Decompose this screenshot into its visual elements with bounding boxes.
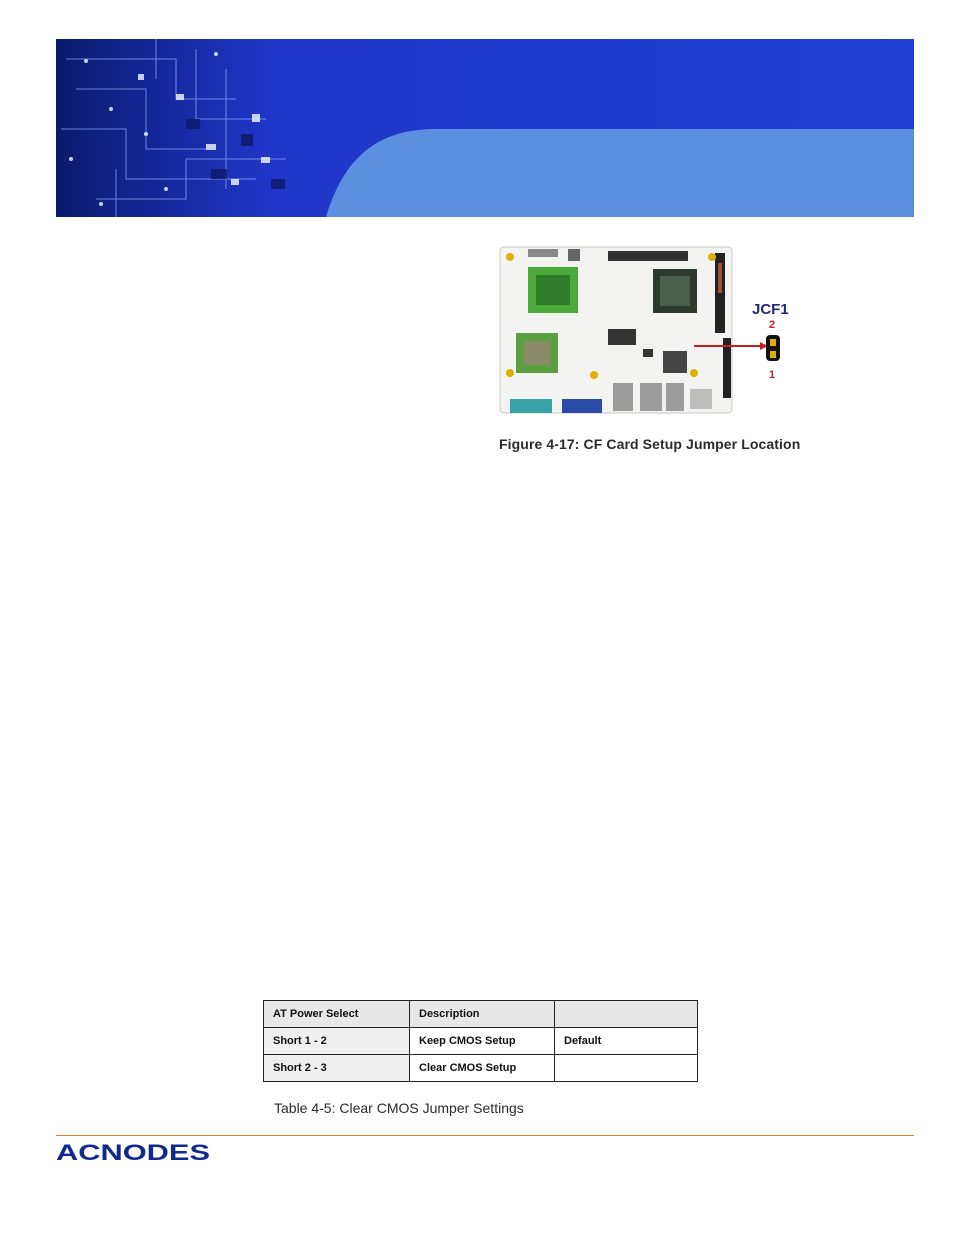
- table-cell: Short 1 - 2: [263, 1027, 410, 1055]
- table-header-row: AT Power Select Description: [263, 1000, 698, 1028]
- circuit-board-banner-image: [56, 39, 914, 217]
- board-diagram: JCF1 2 1: [499, 246, 789, 414]
- table-cell: Keep CMOS Setup: [409, 1027, 555, 1055]
- table-row: Short 2 - 3 Clear CMOS Setup: [263, 1054, 698, 1082]
- board-figure: JCF1 2 1: [498, 243, 798, 419]
- jumper-pin-bottom-label: 1: [769, 369, 775, 381]
- table-caption: Table 4-5: Clear CMOS Jumper Settings: [274, 1100, 524, 1116]
- table-row: Short 1 - 2 Keep CMOS Setup Default: [263, 1027, 698, 1055]
- jumper-label: JCF1: [752, 301, 789, 318]
- logo-text: ACNODES: [56, 1140, 210, 1164]
- jumper-pin-top-label: 2: [769, 319, 775, 331]
- table-header-cell: AT Power Select: [263, 1000, 410, 1028]
- table-cell: Short 2 - 3: [263, 1054, 410, 1082]
- table-header-cell: Description: [409, 1000, 555, 1028]
- footer-divider: [56, 1135, 914, 1136]
- header-banner: [56, 39, 914, 217]
- table-header-cell: [554, 1000, 698, 1028]
- figure-caption: Figure 4-17: CF Card Setup Jumper Locati…: [499, 436, 801, 452]
- jumper-settings-table: AT Power Select Description Short 1 - 2 …: [263, 1000, 698, 1082]
- table-cell: Default: [554, 1027, 698, 1055]
- table-cell: Clear CMOS Setup: [409, 1054, 555, 1082]
- acnodes-logo: ACNODES: [56, 1140, 210, 1164]
- table-cell: [554, 1054, 698, 1082]
